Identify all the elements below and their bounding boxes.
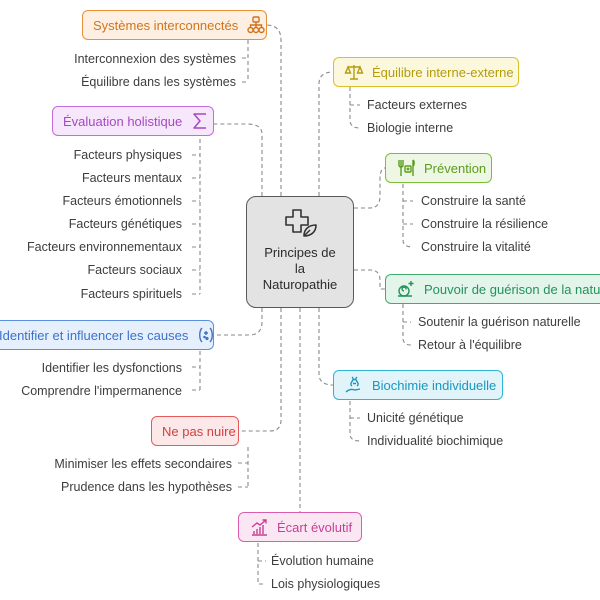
leaf-prudence-hypotheses: Prudence dans les hypothèses: [61, 480, 232, 494]
center-title: Principes de la Naturopathie: [262, 245, 338, 292]
leaf-identifier-dysfonctions: Identifier les dysfonctions: [41, 361, 182, 375]
leaf-unicite-genetique: Unicité génétique: [367, 411, 464, 425]
connector-prevention: [354, 167, 386, 209]
health-cross-leaf-icon: [285, 209, 317, 237]
sparkle-brackets-icon: [196, 325, 213, 345]
network-nodes-icon: [246, 15, 266, 35]
branch-label: Évaluation holistique: [63, 113, 183, 129]
connector-evaluation: [214, 123, 263, 196]
healing-snail-icon: [396, 279, 416, 299]
leaf-biologie-interne: Biologie interne: [367, 121, 454, 135]
bracket-evaluation: [192, 139, 201, 295]
leaf-minimiser-effets: Minimiser les effets secondaires: [54, 457, 232, 471]
leaf-comprendre-impermanence: Comprendre l'impermanence: [21, 384, 182, 398]
branch-systemes-interconnectes[interactable]: Systèmes interconnectés: [82, 10, 267, 40]
bracket-prevention: [402, 184, 414, 248]
branch-label: Systèmes interconnectés: [93, 17, 239, 33]
connector-equilibre: [318, 71, 334, 196]
leaf-facteurs-spirituels: Facteurs spirituels: [80, 287, 182, 301]
leaf-facteurs-physiques: Facteurs physiques: [73, 148, 182, 162]
leaf-construire-resilience: Construire la résilience: [421, 217, 549, 231]
bracket-equilibre: [349, 87, 361, 129]
leaf-retour-equilibre: Retour à l'équilibre: [418, 338, 522, 352]
branch-ecart-evolutif[interactable]: Écart évolutif: [238, 512, 362, 542]
leaf-individualite-biochimique: Individualité biochimique: [367, 434, 504, 448]
branch-ne-pas-nuire[interactable]: Ne pas nuire: [151, 416, 239, 446]
branch-label: Écart évolutif: [277, 519, 353, 535]
leaf-facteurs-externes: Facteurs externes: [367, 98, 468, 112]
center-node[interactable]: Principes de la Naturopathie: [246, 196, 354, 308]
leaf-evolution-humaine: Évolution humaine: [271, 554, 374, 568]
branch-biochimie-individuelle[interactable]: Biochimie individuelle: [333, 370, 503, 400]
branch-evaluation-holistique[interactable]: Évaluation holistique: [52, 106, 214, 136]
leaf-facteurs-environnementaux: Facteurs environnementaux: [27, 240, 182, 254]
branch-label: Équilibre interne-externe: [372, 64, 514, 80]
growth-chart-icon: [249, 517, 269, 537]
branch-label: Pouvoir de guérison de la nature: [424, 281, 600, 297]
connector-systemes: [265, 24, 282, 196]
leaf-lois-physiologiques: Lois physiologiques: [271, 577, 381, 591]
bracket-ecart: [257, 543, 266, 585]
branch-label: Ne pas nuire: [162, 423, 236, 439]
branch-label: Prévention: [424, 160, 487, 176]
sigma-icon: [190, 111, 210, 131]
connector-pouvoir: [354, 269, 385, 290]
leaf-construire-vitalite: Construire la vitalité: [421, 240, 531, 254]
connector-biochimie: [318, 308, 334, 386]
medicine-cutlery-icon: [396, 158, 416, 178]
leaf-facteurs-sociaux: Facteurs sociaux: [87, 263, 182, 277]
bracket-nuire: [238, 447, 249, 488]
leaf-facteurs-genetiques: Facteurs génétiques: [68, 217, 182, 231]
balance-scale-icon: [344, 62, 364, 82]
bracket-biochimie: [349, 401, 361, 442]
bracket-systemes: [242, 40, 249, 83]
branch-identifier-influencer-causes[interactable]: Identifier et influencer les causes: [0, 320, 214, 350]
dna-hand-icon: [344, 375, 364, 395]
bracket-causes: [192, 351, 201, 391]
branch-label: Biochimie individuelle: [372, 377, 497, 393]
leaf-facteurs-emotionnels: Facteurs émotionnels: [62, 194, 182, 208]
leaf-soutenir-guerison: Soutenir la guérison naturelle: [418, 315, 581, 329]
leaf-equilibre-systemes: Équilibre dans les systèmes: [81, 75, 236, 89]
branch-label: Identifier et influencer les causes: [0, 327, 189, 343]
leaf-construire-sante: Construire la santé: [421, 194, 526, 208]
connector-causes: [214, 308, 263, 336]
leaf-interconnexion-systemes: Interconnexion des systèmes: [74, 52, 236, 66]
leaf-facteurs-mentaux: Facteurs mentaux: [81, 171, 182, 185]
branch-pouvoir-guerison-nature[interactable]: Pouvoir de guérison de la nature: [385, 274, 600, 304]
bracket-pouvoir: [402, 304, 412, 346]
branch-prevention[interactable]: Prévention: [385, 153, 492, 183]
branch-equilibre-interne-externe[interactable]: Équilibre interne-externe: [333, 57, 519, 87]
connector-nuire: [239, 308, 282, 432]
